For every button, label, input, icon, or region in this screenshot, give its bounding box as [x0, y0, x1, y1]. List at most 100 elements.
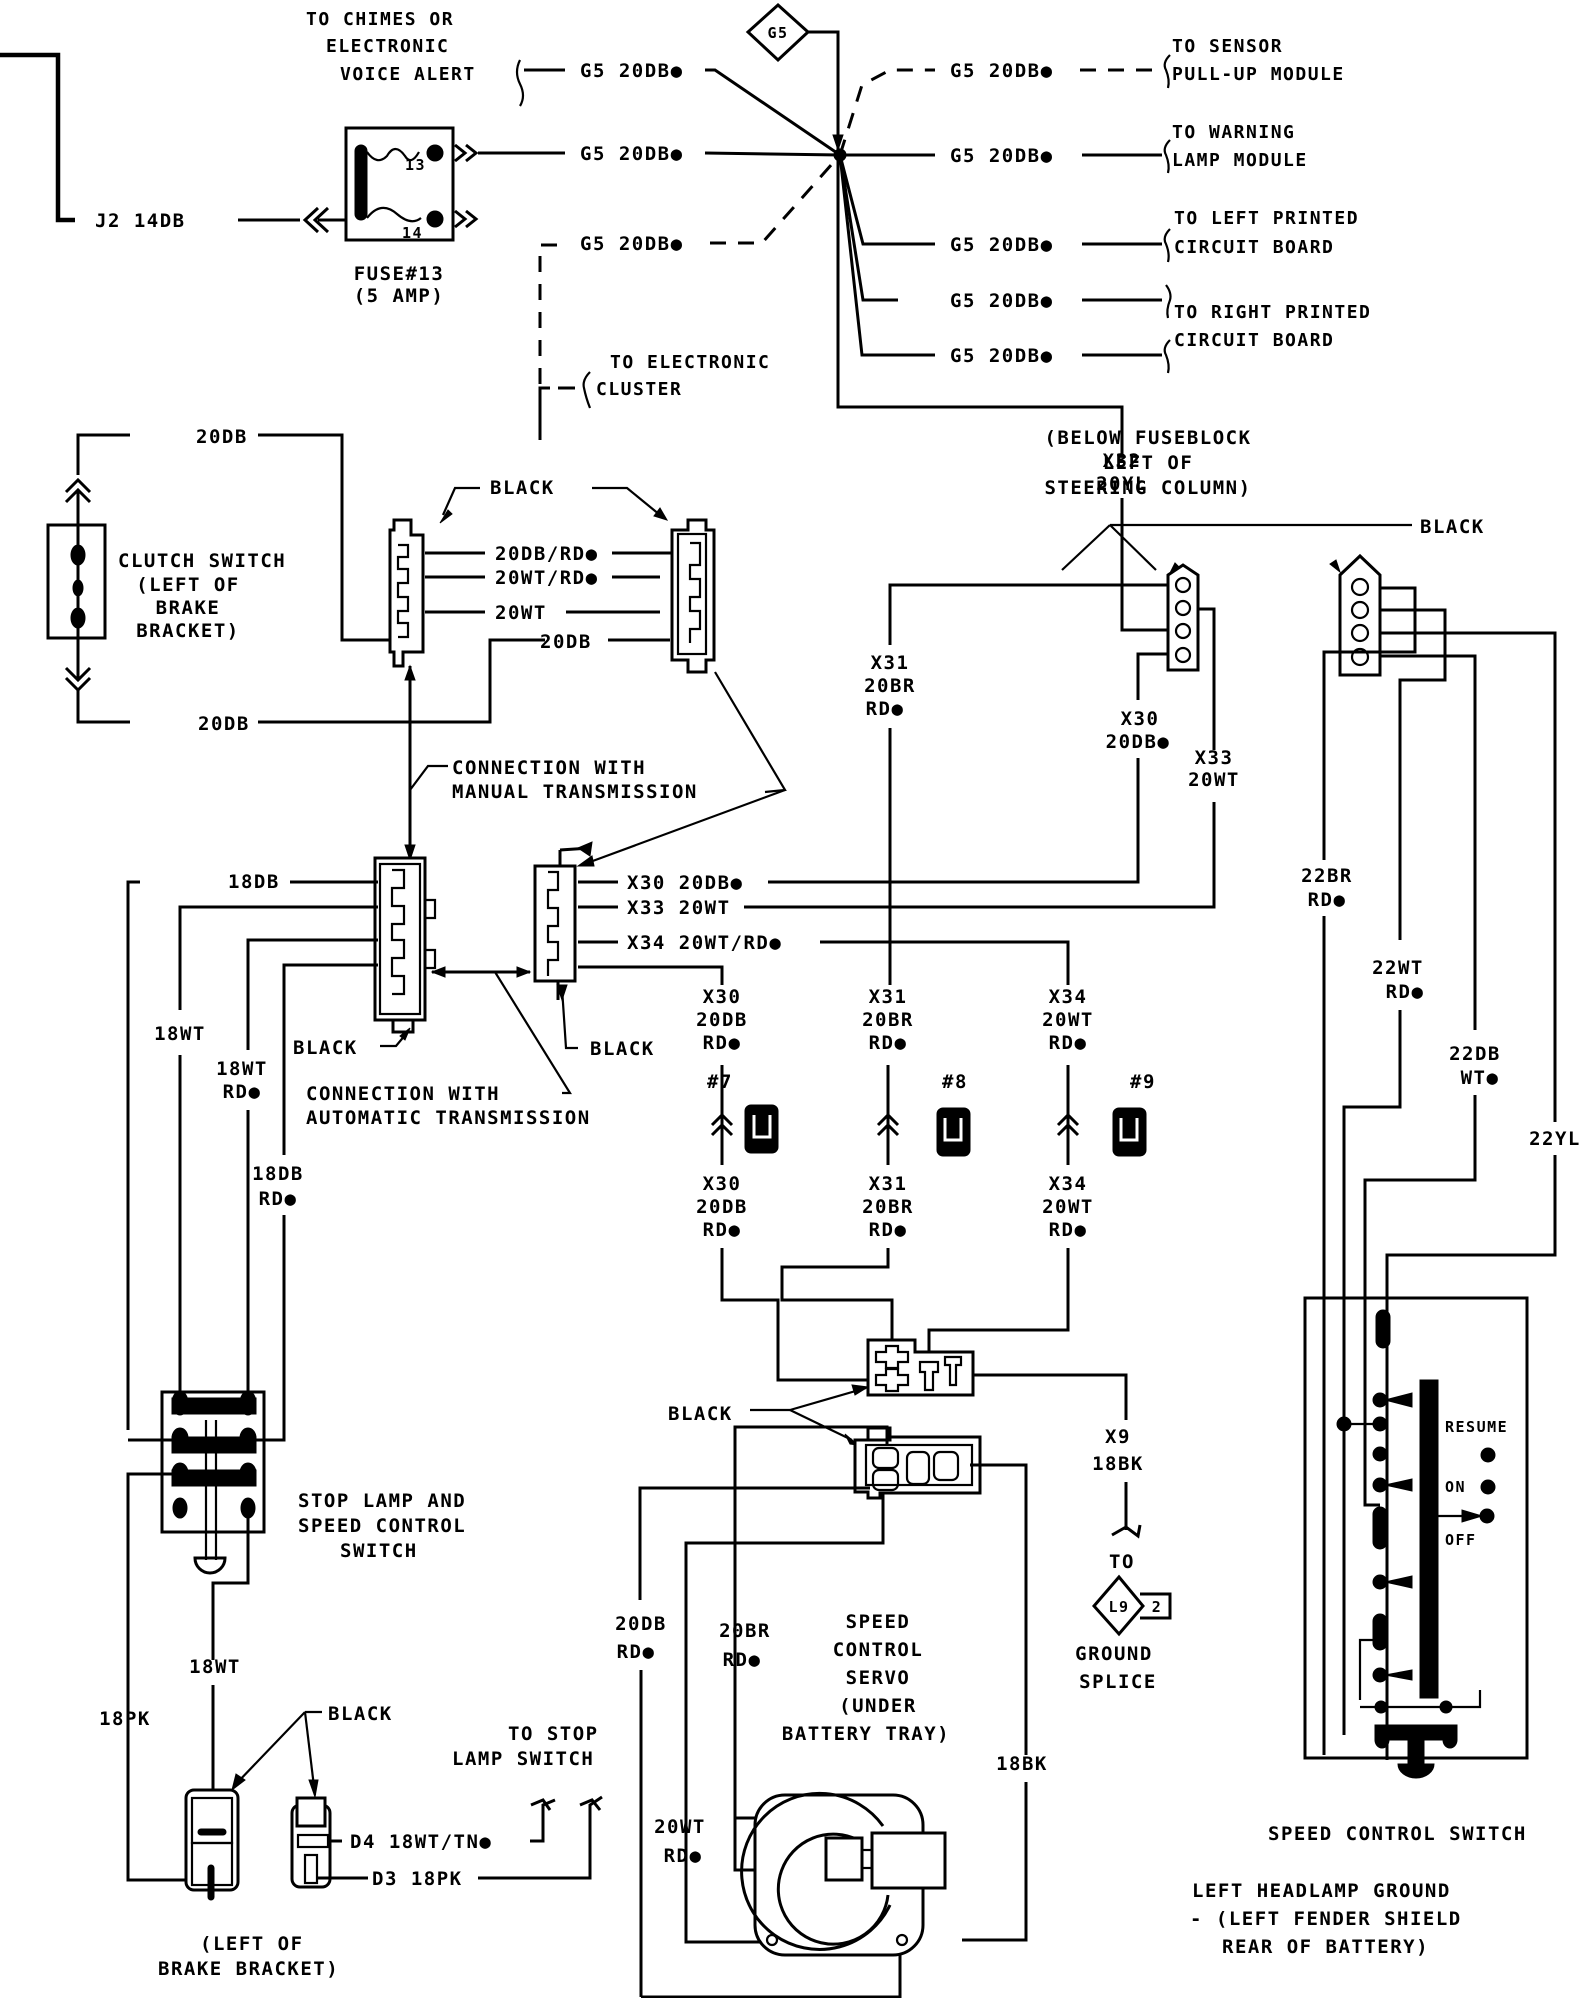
switch-link: [1358, 1638, 1373, 1700]
caption-line: MANUAL TRANSMISSION: [452, 781, 698, 803]
wire-x34: [820, 940, 1070, 985]
x32-trunk-wire: [836, 160, 1124, 455]
connector-inner: [378, 862, 422, 1016]
wire-22br: [1322, 586, 1417, 860]
branch-wire-label: G5 20DB●: [950, 234, 1054, 256]
branch-wire-dashed: [538, 243, 560, 440]
wire-18pk: [126, 1472, 190, 1882]
black-label: BLACK: [1420, 516, 1485, 538]
leader-line: [234, 1711, 306, 1786]
servo-connector-upper: [866, 1338, 1128, 1420]
wire-label: RD●: [1386, 981, 1425, 1003]
clutch-wire-top: [76, 433, 130, 475]
auto-wire-label: X33 20WT: [627, 897, 731, 919]
branch-dest-line: TO CHIMES OR: [306, 9, 454, 30]
resume-label: RESUME: [1445, 1418, 1508, 1436]
servo-label-line: BATTERY TRAY): [782, 1723, 950, 1745]
branch-wire: [705, 68, 841, 157]
auto-black-labels: BLACK BLACK: [293, 984, 653, 1060]
connector-body: [1338, 553, 1382, 677]
wire-x30: [1136, 652, 1168, 700]
wire-label: RD●: [1308, 889, 1347, 911]
dest-line: TO STOP: [508, 1723, 599, 1745]
terminal-blade: [303, 1853, 319, 1885]
relay-8: X31 20BR RD● X31 20BR RD● #8: [862, 986, 971, 1241]
terminal-blade: [207, 1864, 215, 1901]
g5-branch-fuse: G5 20DB●: [478, 143, 841, 165]
location-line: BRAKE BRACKET): [158, 1958, 339, 1980]
arrow-icon: [653, 507, 669, 521]
switch-contact-icon: [1372, 1667, 1388, 1683]
x32-gauge-label: 20YL: [1096, 473, 1148, 495]
arrow-icon: [832, 134, 844, 152]
wire-label: 22YL: [1529, 1128, 1581, 1150]
arrow-icon: [576, 855, 595, 867]
steering-connector-right: [1329, 553, 1382, 677]
wire-22yl: [1380, 631, 1557, 1122]
relay-wire-label: 20WT: [1042, 1009, 1094, 1031]
relay-icon: [1112, 1107, 1147, 1157]
fuse-rating: (5 AMP): [354, 285, 445, 307]
clutch-wire-bottom: [76, 690, 130, 724]
black-label: BLACK: [293, 1037, 358, 1059]
auto-wire-label: 18DB: [228, 871, 280, 893]
wire-label: 22WT: [1372, 957, 1424, 979]
arrow-icon: [308, 1779, 319, 1799]
relay-wire-label: RD●: [869, 1219, 908, 1241]
wire-x33: [744, 802, 1216, 909]
wire-label: 22DB: [1449, 1043, 1501, 1065]
location-line: LEFT OF: [1103, 452, 1194, 474]
arrow-icon: [1384, 1575, 1413, 1589]
harness-break-icon: [515, 59, 525, 107]
manual-wire-label: 20DB: [540, 631, 592, 653]
wire-servo-bk: [962, 1782, 1028, 1942]
caption-line: CONNECTION WITH: [306, 1083, 500, 1105]
connector-latch-icon: [425, 898, 437, 970]
feed-wire: [0, 52, 75, 223]
arrow-icon: [404, 664, 416, 681]
splice-lead: [808, 30, 840, 150]
wire-x30-relay: [578, 965, 724, 985]
servo-wire-label: 18BK: [996, 1753, 1048, 1775]
switch-contact-icon: [239, 1390, 257, 1416]
brake-bracket-connectors: BLACK D4 18WT/TN● D3 18PK TO STOP LAMP S…: [158, 1685, 603, 1980]
fuse-terminal-14: [426, 210, 444, 228]
pin-icon: [1174, 622, 1192, 640]
switch-contact-icon: [1479, 1508, 1495, 1524]
switch-contact-icon: [1375, 1309, 1391, 1349]
switch-knob-icon: [1397, 1763, 1435, 1779]
x9-gauge-label: 18BK: [1092, 1453, 1144, 1475]
splice-label-line: SPLICE: [1079, 1671, 1157, 1693]
pin-icon: [871, 1446, 900, 1470]
dest-line: LAMP SWITCH: [452, 1748, 594, 1770]
switch-contact-icon: [171, 1390, 189, 1416]
switch-contact-icon: [1372, 1446, 1388, 1462]
relay-wire-label: RD●: [703, 1032, 742, 1054]
connector-terminals-icon: [396, 543, 410, 639]
switch-link: [1360, 1690, 1482, 1709]
connector-chevron-icon: [1056, 1112, 1080, 1137]
g5-branch-right-pcb: G5 20DB● G5 20DB● TO RIGHT PRINTED CIRCU…: [838, 154, 1370, 374]
fuse-terminal-label-top: 13: [405, 156, 426, 174]
branch-wire-label: G5 20DB●: [580, 233, 684, 255]
branch-dest-line: TO LEFT PRINTED: [1174, 208, 1359, 229]
arrow-icon: [439, 509, 453, 524]
wire-d3: [478, 1795, 603, 1880]
black-label: BLACK: [490, 477, 555, 499]
splice-tag: [1140, 1592, 1172, 1620]
switch-contact-icon: [70, 607, 86, 629]
relay-wire-label: X31: [869, 1173, 908, 1195]
arrow-icon: [1168, 562, 1181, 575]
wire-servo-wt: [684, 1875, 760, 1944]
auto-wire-label: 18WT: [216, 1058, 268, 1080]
speed-control-switch: RESUME ON OFF SPEED CONTROL SWITCH: [1268, 1296, 1529, 1845]
auto-trans-connector-left: [373, 856, 437, 1034]
servo-wire-label: RD●: [664, 1845, 703, 1867]
clutch-wire-top-label: 20DB: [196, 426, 248, 448]
relay-wire-label: RD●: [869, 1032, 908, 1054]
fuse-terminal-label-bottom: 14: [402, 224, 423, 242]
wire-x33: [1198, 607, 1216, 750]
relay-wire-label: RD●: [703, 1219, 742, 1241]
pin-icon: [871, 1468, 900, 1492]
splice-id: L9: [1108, 1598, 1129, 1616]
